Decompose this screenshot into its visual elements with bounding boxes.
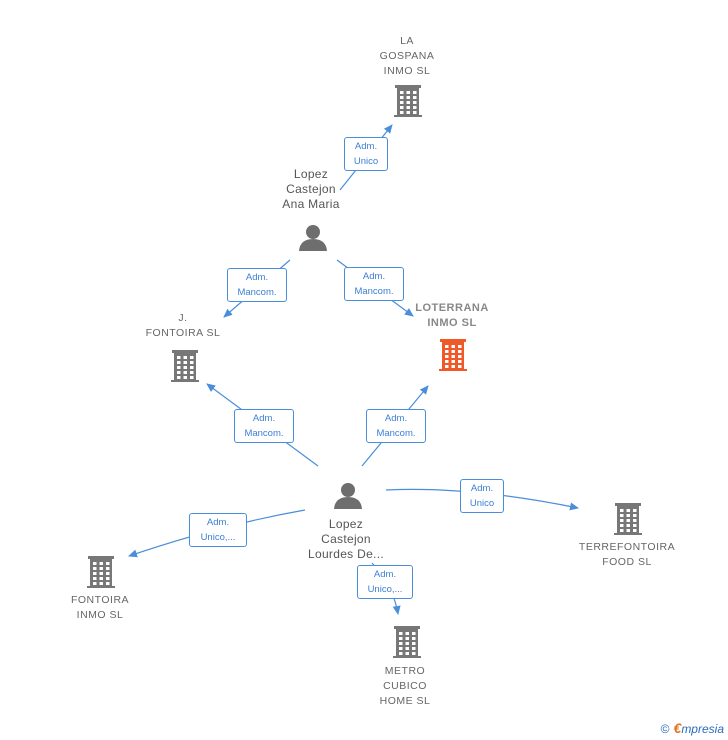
edge-label-lopez_lourdes-to-loterrana[interactable]: Adm. Mancom. — [366, 409, 426, 443]
edge-label-lopez_lourdes-to-terrefontoira[interactable]: Adm. Unico — [460, 479, 504, 513]
edge-label-lopez_ana-to-j_fontoira[interactable]: Adm. Mancom. — [227, 268, 287, 302]
building-icon[interactable] — [394, 85, 422, 117]
edge-label-lopez_lourdes-to-fontoira_inmo[interactable]: Adm. Unico,... — [189, 513, 247, 547]
person-icon[interactable] — [299, 225, 327, 251]
node-label-fontoira-inmo[interactable]: FONTOIRA INMO SL — [70, 594, 130, 621]
brand-logo-initial: € — [673, 720, 682, 736]
building-icon[interactable] — [439, 339, 467, 371]
edge-label-lopez_lourdes-to-j_fontoira[interactable]: Adm. Mancom. — [234, 409, 294, 443]
node-label-lopez-ana[interactable]: Lopez Castejon Ana Maria — [282, 166, 340, 211]
brand-logo-text: mpresia — [681, 722, 724, 736]
icons-layer — [87, 85, 642, 658]
edge-label-lopez_lourdes-to-metro_cubico[interactable]: Adm. Unico,... — [357, 565, 413, 599]
edge-label-lopez_ana-to-loterrana[interactable]: Adm. Mancom. — [344, 267, 404, 301]
node-label-la-gospana[interactable]: LA GOSPANA INMO SL — [379, 34, 435, 77]
building-icon[interactable] — [393, 626, 421, 658]
person-icon[interactable] — [334, 483, 362, 509]
node-label-lopez-lourdes[interactable]: Lopez Castejon Lourdes De... — [308, 516, 384, 561]
building-icon[interactable] — [87, 556, 115, 588]
footer-brand: ©€mpresia — [661, 720, 724, 736]
node-label-loterrana[interactable]: LOTERRANA INMO SL — [415, 302, 489, 329]
building-icon[interactable] — [614, 503, 642, 535]
edge-label-lopez_ana-to-la_gospana[interactable]: Adm. Unico — [344, 137, 388, 171]
copyright-symbol: © — [660, 722, 670, 736]
node-label-terrefontoira[interactable]: TERREFONTOIRA FOOD SL — [578, 541, 676, 568]
node-label-metro-cubico[interactable]: METRO CUBICO HOME SL — [379, 664, 431, 707]
building-icon[interactable] — [171, 350, 199, 382]
node-label-j-fontoira[interactable]: J. FONTOIRA SL — [145, 312, 221, 339]
